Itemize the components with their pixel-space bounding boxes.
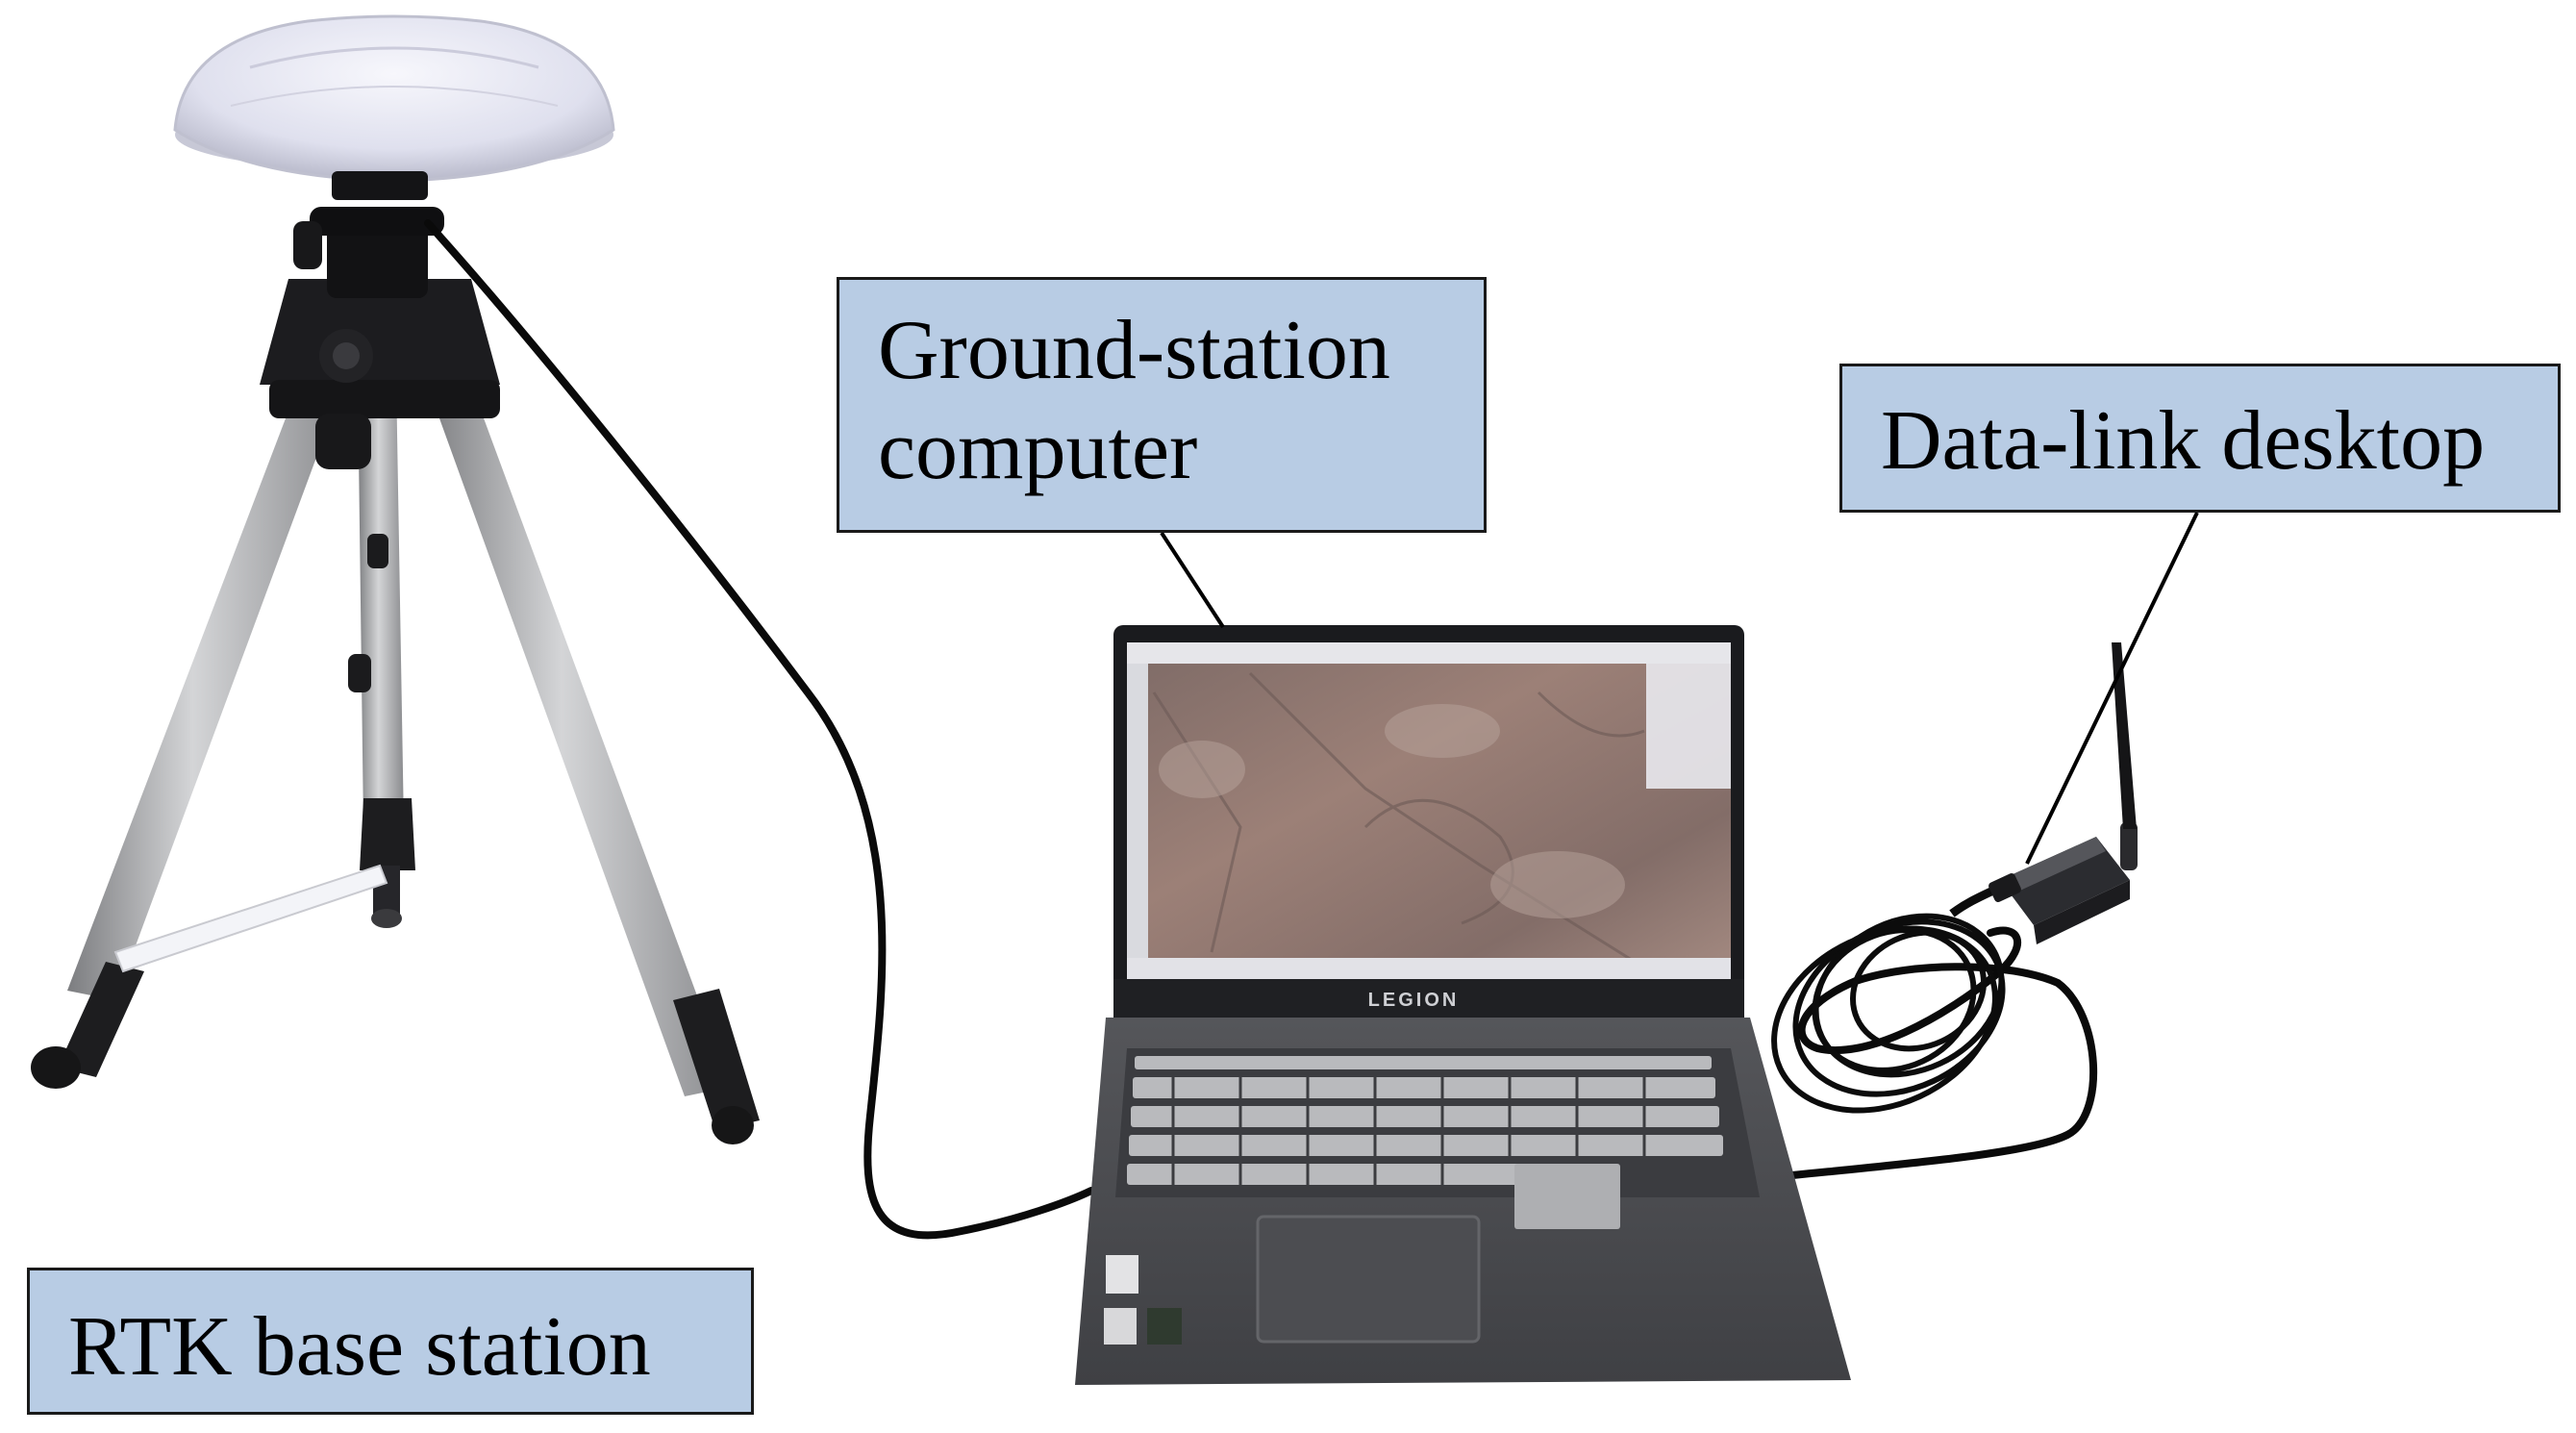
datalink-cable	[1761, 926, 2098, 1182]
rtk-cable	[424, 219, 1095, 1240]
label-data-link-desktop: Data-link desktop	[1839, 364, 2561, 513]
label-ground-station-line2: computer	[878, 403, 1198, 497]
label-rtk-text: RTK base station	[68, 1300, 651, 1394]
laptop-brand: LEGION	[1368, 990, 1460, 1011]
gnss-antenna-icon	[173, 14, 615, 200]
label-ground-station-computer: Ground-station computer	[837, 277, 1487, 533]
label-ground-station-line1: Ground-station	[878, 304, 1390, 397]
laptop-icon: LEGION	[1075, 625, 1851, 1385]
laptop-keyboard	[1127, 1056, 1723, 1229]
cable-coil	[1771, 913, 2006, 1114]
laptop-touchpad	[1256, 1215, 1481, 1344]
tripod-leg-center	[358, 377, 404, 827]
radio-modem-icon	[1949, 837, 2130, 944]
tripod-leg-right	[423, 364, 731, 1096]
laptop-screen-map	[1127, 642, 1731, 979]
label-data-link-text: Data-link desktop	[1881, 394, 2486, 488]
label-rtk-base-station: RTK base station	[27, 1268, 754, 1415]
leader-line-data-link	[2025, 512, 2199, 865]
radio-modem-body	[2000, 837, 2130, 925]
leader-line-ground-station	[1160, 531, 1225, 629]
rtk-base-station	[31, 14, 760, 1144]
antenna-rod-icon	[2112, 642, 2138, 870]
tripod-leg-left	[67, 365, 346, 1000]
tripod-icon	[31, 207, 760, 1144]
